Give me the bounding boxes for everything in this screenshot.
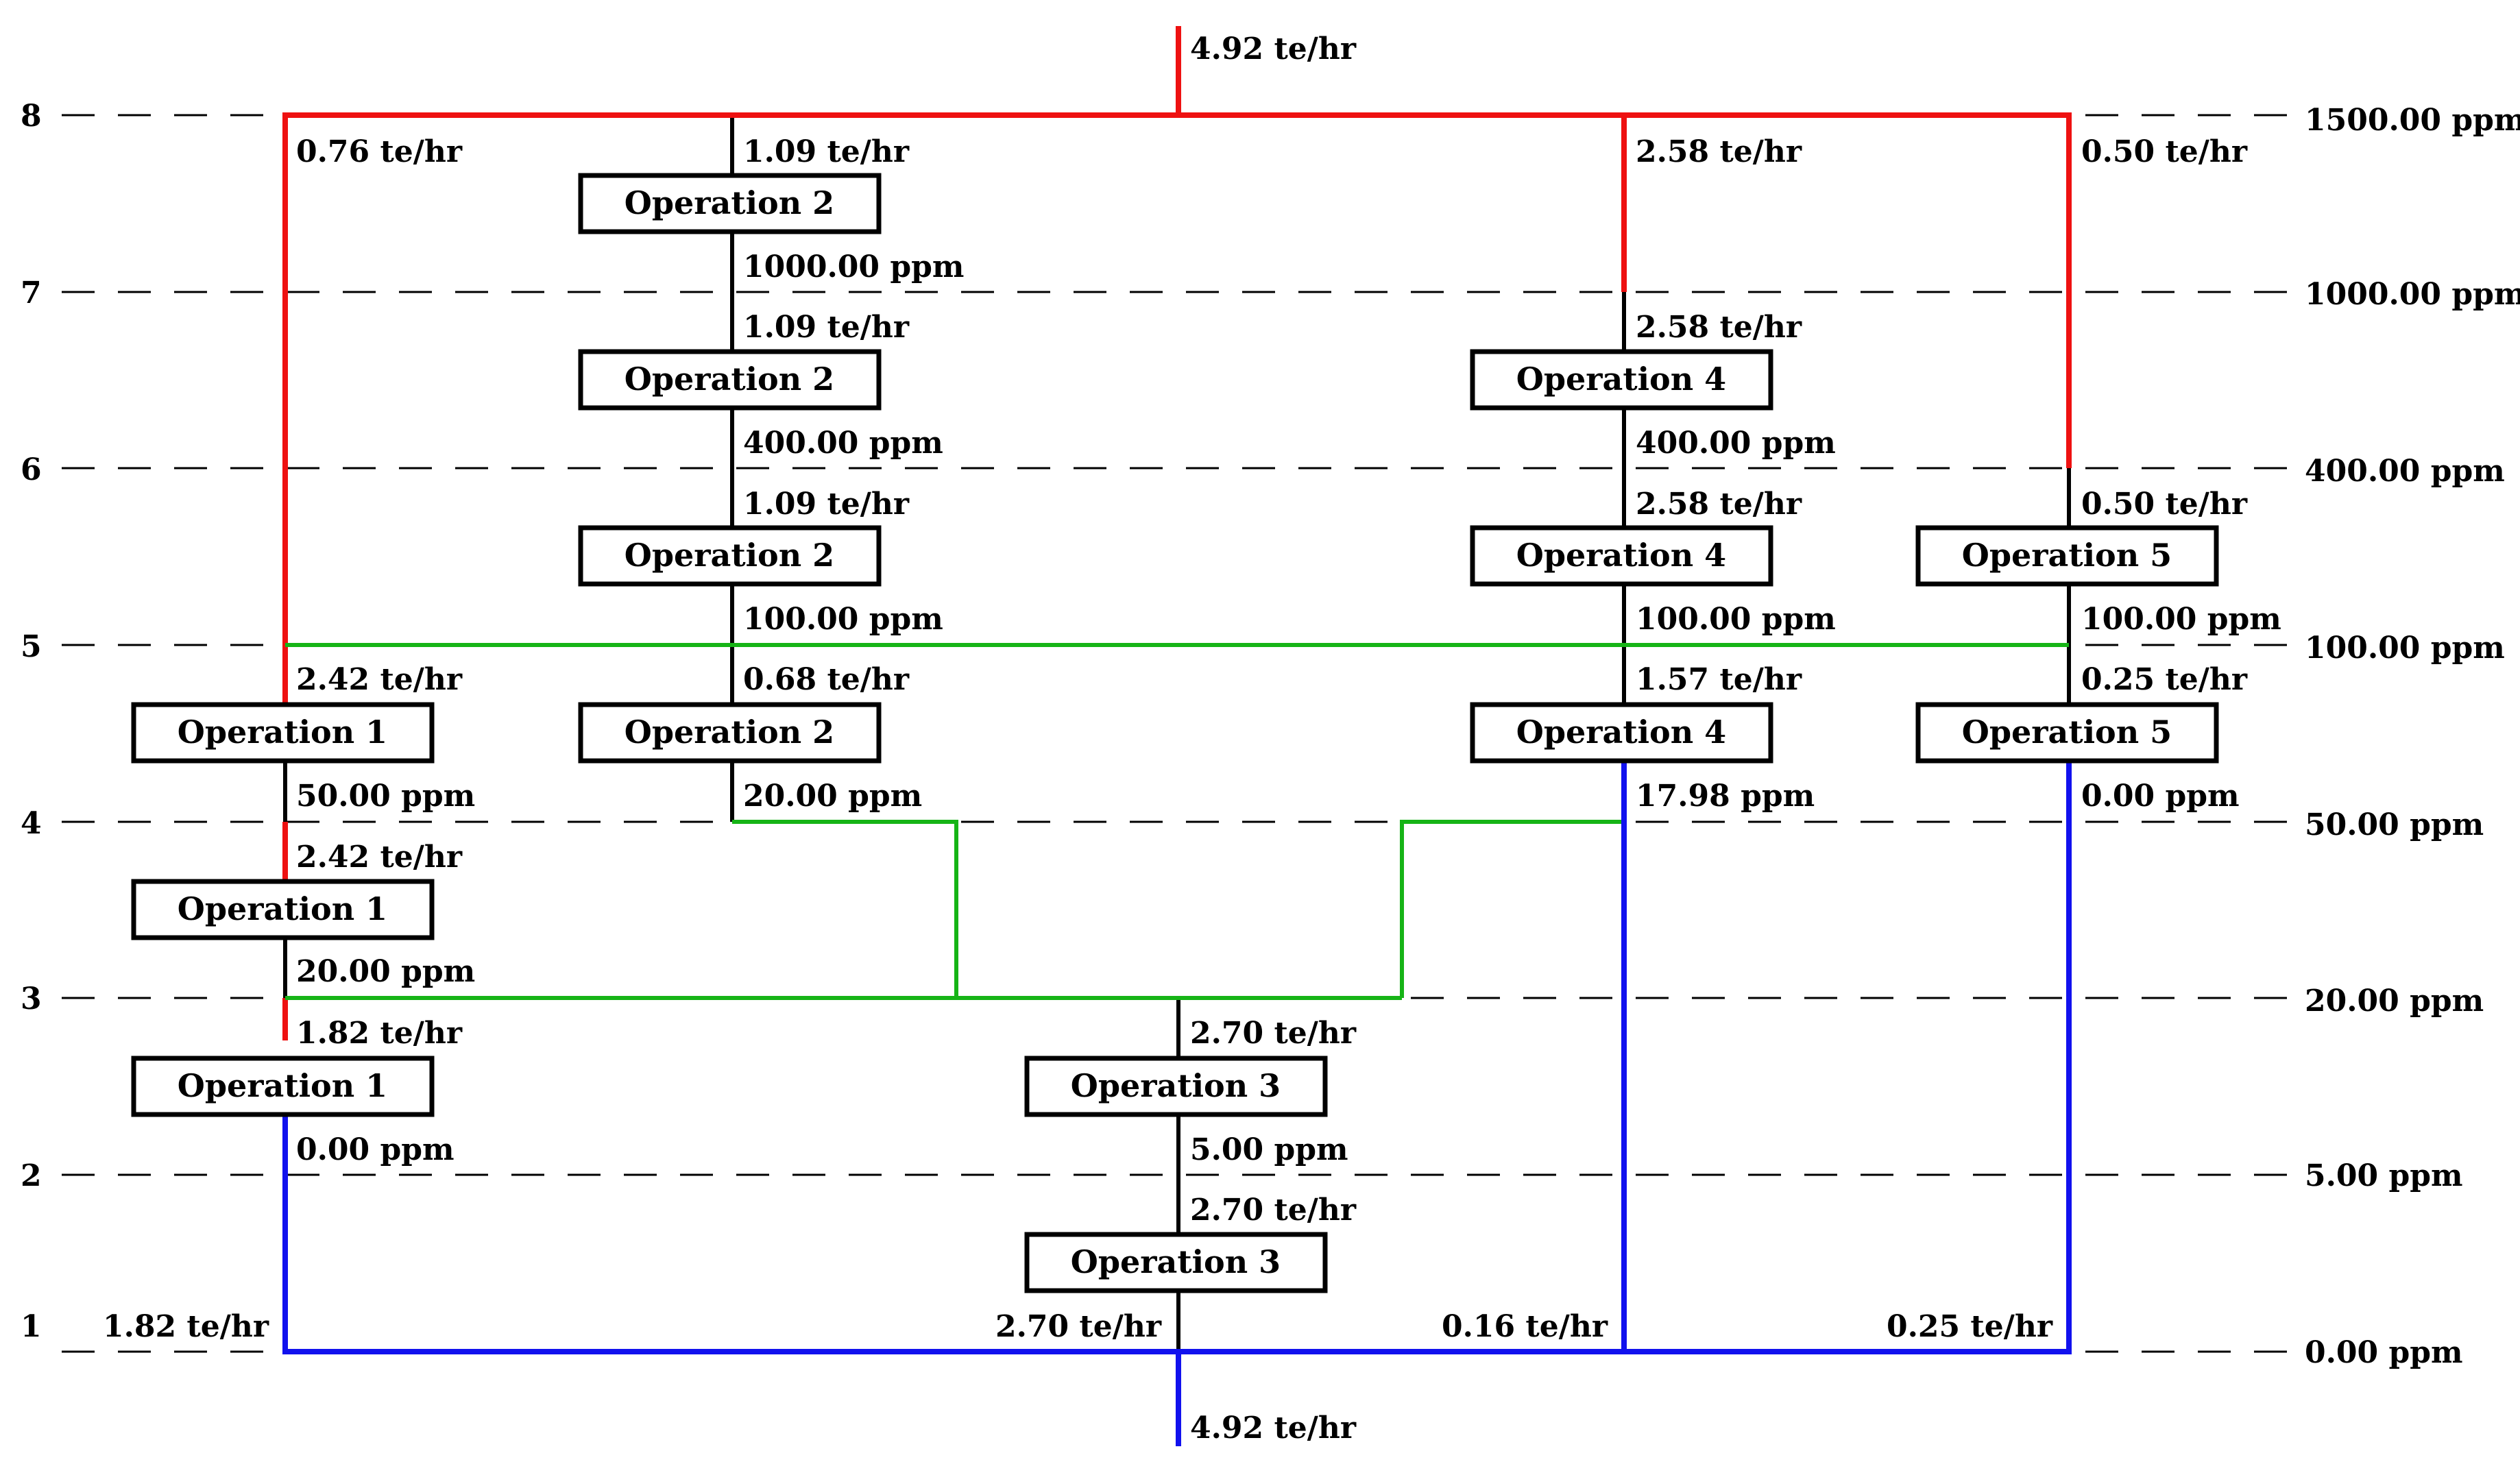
unit-streams bbox=[283, 115, 2071, 1352]
operation-label: Operation 2 bbox=[625, 537, 834, 574]
flow-label: 0.16 te/hr bbox=[1442, 1309, 1608, 1344]
operation-label: Operation 5 bbox=[1962, 537, 2172, 574]
flow-label: 0.68 te/hr bbox=[743, 662, 910, 697]
concentration-value: 50.00 ppm bbox=[296, 779, 475, 814]
operation-label: Operation 2 bbox=[625, 361, 834, 398]
column-2-labels: 1.09 te/hr 1000.00 ppm 1.09 te/hr 400.00… bbox=[743, 134, 964, 814]
operation-box[interactable]: Operation 1 bbox=[131, 879, 435, 940]
flow-label: 2.70 te/hr bbox=[1190, 1193, 1357, 1228]
level-number: 5 bbox=[21, 629, 42, 664]
sink-header bbox=[282, 757, 2072, 1446]
flow-label: 0.50 te/hr bbox=[2081, 487, 2248, 522]
flow-label: 1.57 te/hr bbox=[1636, 662, 1802, 697]
flow-label: 2.70 te/hr bbox=[995, 1309, 1162, 1344]
operation-label: Operation 3 bbox=[1071, 1067, 1281, 1104]
concentration-label: 100.00 ppm bbox=[2305, 631, 2505, 666]
operation-box[interactable]: Operation 3 bbox=[1024, 1232, 1328, 1293]
operation-label: Operation 1 bbox=[178, 890, 387, 927]
operation-box[interactable]: Operation 5 bbox=[1915, 702, 2219, 764]
concentration-label: 5.00 ppm bbox=[2305, 1158, 2463, 1193]
operation-box[interactable]: Operation 4 bbox=[1470, 525, 1773, 587]
concentration-value: 1000.00 ppm bbox=[743, 249, 964, 284]
flow-label: 1.82 te/hr bbox=[103, 1309, 269, 1344]
concentration-label: 1500.00 ppm bbox=[2305, 103, 2520, 138]
source-header bbox=[282, 26, 2072, 1040]
flow-label: 1.09 te/hr bbox=[743, 487, 910, 522]
operation-label: Operation 4 bbox=[1516, 361, 1726, 398]
level-number: 2 bbox=[21, 1158, 42, 1193]
concentration-value: 100.00 ppm bbox=[1636, 602, 1836, 637]
flow-label: 0.25 te/hr bbox=[1887, 1309, 2053, 1344]
flow-label: 2.42 te/hr bbox=[296, 840, 463, 875]
flow-label: 1.09 te/hr bbox=[743, 310, 910, 345]
operation-box[interactable]: Operation 4 bbox=[1470, 349, 1773, 411]
operation-label: Operation 5 bbox=[1962, 714, 2172, 751]
operation-box[interactable]: Operation 1 bbox=[131, 1056, 435, 1117]
flow-label: 0.25 te/hr bbox=[2081, 662, 2248, 697]
concentration-value: 17.98 ppm bbox=[1636, 779, 1815, 814]
column-3-labels: 2.70 te/hr 5.00 ppm 2.70 te/hr 2.70 te/h… bbox=[995, 1016, 1357, 1344]
concentration-label: 0.00 ppm bbox=[2305, 1335, 2463, 1370]
concentration-value: 400.00 ppm bbox=[743, 426, 943, 461]
level-number: 7 bbox=[21, 276, 42, 310]
concentration-value: 20.00 ppm bbox=[743, 779, 922, 814]
flow-label: 2.70 te/hr bbox=[1190, 1016, 1357, 1051]
level-number: 8 bbox=[21, 99, 42, 134]
flow-label: 0.50 te/hr bbox=[2081, 134, 2248, 169]
concentration-value: 20.00 ppm bbox=[296, 954, 475, 989]
reuse-line-20ppm-right bbox=[1400, 820, 1624, 998]
reuse-line-20ppm-left bbox=[732, 820, 958, 998]
flow-label: 1.09 te/hr bbox=[743, 134, 910, 169]
concentration-value: 0.00 ppm bbox=[2081, 779, 2240, 814]
column-1-labels: 0.76 te/hr 2.42 te/hr 50.00 ppm 2.42 te/… bbox=[103, 134, 475, 1344]
concentration-label: 1000.00 ppm bbox=[2305, 277, 2520, 312]
flow-label: 2.58 te/hr bbox=[1636, 134, 1802, 169]
header-flow-label: 4.92 te/hr bbox=[1190, 32, 1357, 66]
footer-flow-label: 4.92 te/hr bbox=[1190, 1411, 1357, 1446]
concentration-scale: 1500.00 ppm 1000.00 ppm 400.00 ppm 100.0… bbox=[2305, 103, 2520, 1370]
flow-label: 2.58 te/hr bbox=[1636, 310, 1802, 345]
column-5-labels: 0.50 te/hr 0.50 te/hr 100.00 ppm 0.25 te… bbox=[1887, 134, 2281, 1344]
concentration-value: 5.00 ppm bbox=[1190, 1132, 1348, 1167]
level-number: 6 bbox=[21, 452, 42, 487]
operation-box[interactable]: Operation 2 bbox=[578, 702, 882, 764]
concentration-label: 50.00 ppm bbox=[2305, 807, 2484, 842]
operation-label: Operation 1 bbox=[178, 1067, 387, 1104]
level-number: 4 bbox=[21, 806, 42, 841]
operation-box[interactable]: Operation 1 bbox=[131, 702, 435, 764]
operation-label: Operation 4 bbox=[1516, 537, 1726, 574]
flow-label: 2.58 te/hr bbox=[1636, 487, 1802, 522]
concentration-value: 400.00 ppm bbox=[1636, 426, 1836, 461]
concentration-label: 20.00 ppm bbox=[2305, 984, 2484, 1019]
flow-label: 1.82 te/hr bbox=[296, 1016, 463, 1051]
concentration-value: 100.00 ppm bbox=[743, 602, 943, 637]
level-number: 1 bbox=[21, 1309, 42, 1344]
operation-box[interactable]: Operation 3 bbox=[1024, 1056, 1328, 1117]
operation-label: Operation 3 bbox=[1071, 1243, 1281, 1280]
concentration-value: 100.00 ppm bbox=[2081, 602, 2281, 637]
level-numbers: 8 7 6 5 4 3 2 1 bbox=[21, 99, 42, 1344]
operation-box[interactable]: Operation 2 bbox=[578, 173, 882, 234]
reuse-streams bbox=[285, 643, 2069, 1000]
concentration-label: 400.00 ppm bbox=[2305, 454, 2505, 489]
operation-label: Operation 4 bbox=[1516, 714, 1726, 751]
operation-box[interactable]: Operation 4 bbox=[1470, 702, 1773, 764]
operation-box[interactable]: Operation 2 bbox=[578, 525, 882, 587]
flow-label: 2.42 te/hr bbox=[296, 662, 463, 697]
operation-box[interactable]: Operation 2 bbox=[578, 349, 882, 411]
operation-boxes: Operation 2 Operation 2 Operation 2 Oper… bbox=[131, 173, 2219, 1293]
column-4-labels: 2.58 te/hr 2.58 te/hr 400.00 ppm 2.58 te… bbox=[1442, 134, 1836, 1344]
operation-label: Operation 2 bbox=[625, 184, 834, 221]
flow-label: 0.76 te/hr bbox=[296, 134, 463, 169]
operation-box[interactable]: Operation 5 bbox=[1915, 525, 2219, 587]
level-number: 3 bbox=[21, 982, 42, 1016]
concentration-value: 0.00 ppm bbox=[296, 1132, 455, 1167]
operation-label: Operation 1 bbox=[178, 714, 387, 751]
operation-label: Operation 2 bbox=[625, 714, 834, 751]
